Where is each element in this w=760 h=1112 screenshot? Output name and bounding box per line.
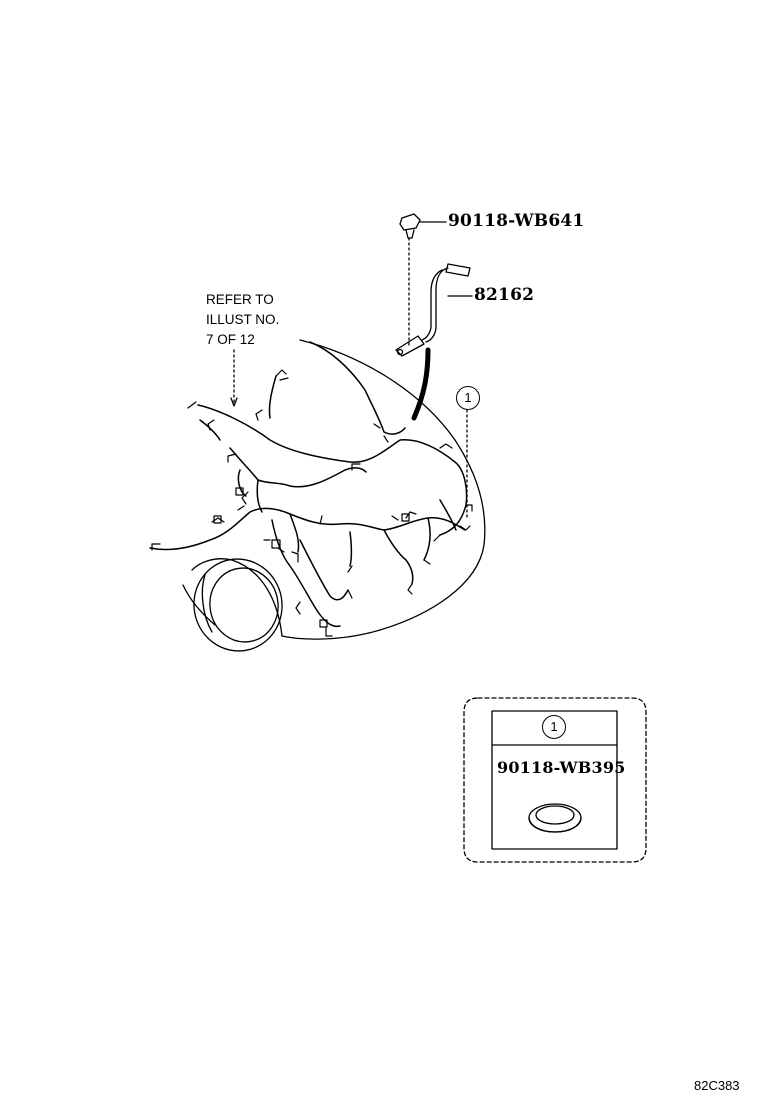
refer-note: REFER TO ILLUST NO. 7 OF 12	[206, 290, 279, 350]
detail-callout-circle: 1	[542, 715, 566, 739]
refer-note-line-1: REFER TO	[206, 292, 274, 307]
bolt-part-number: 90118-WB641	[448, 211, 585, 231]
wire-harness	[150, 342, 467, 626]
wheel-icon	[187, 552, 290, 658]
connectors	[152, 370, 472, 636]
illustration-code: 82C383	[694, 1078, 740, 1093]
car-body-outline	[183, 340, 485, 639]
refer-note-line-2: ILLUST NO.	[206, 312, 280, 327]
bolt-icon	[400, 214, 446, 346]
clamp-part-number: 90118-WB395	[497, 758, 626, 777]
wire-part-number: 82162	[474, 285, 535, 305]
refer-note-line-3: 7 OF 12	[206, 332, 255, 347]
leader-refer-arrow	[231, 398, 237, 406]
grommet-icon	[529, 804, 581, 832]
detail-box	[464, 698, 646, 862]
callout-circle: 1	[456, 386, 480, 410]
ground-wire-icon	[396, 264, 470, 418]
